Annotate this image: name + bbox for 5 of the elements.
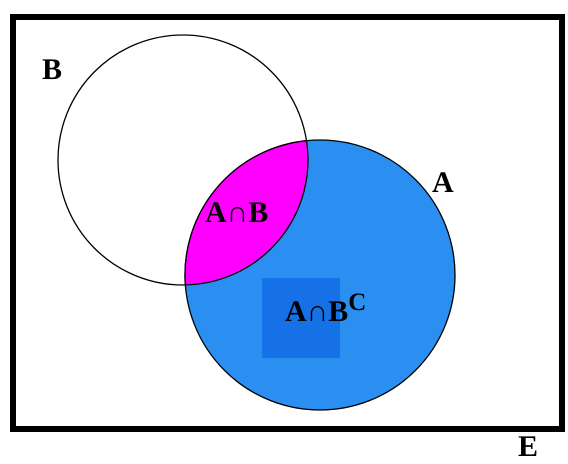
region-label: A∩B$^{C}$ bbox=[285, 290, 366, 327]
set-label: E bbox=[518, 432, 538, 462]
set-label: B bbox=[42, 55, 62, 85]
set-label: A bbox=[432, 168, 454, 198]
region-label: A∩B bbox=[205, 198, 268, 228]
